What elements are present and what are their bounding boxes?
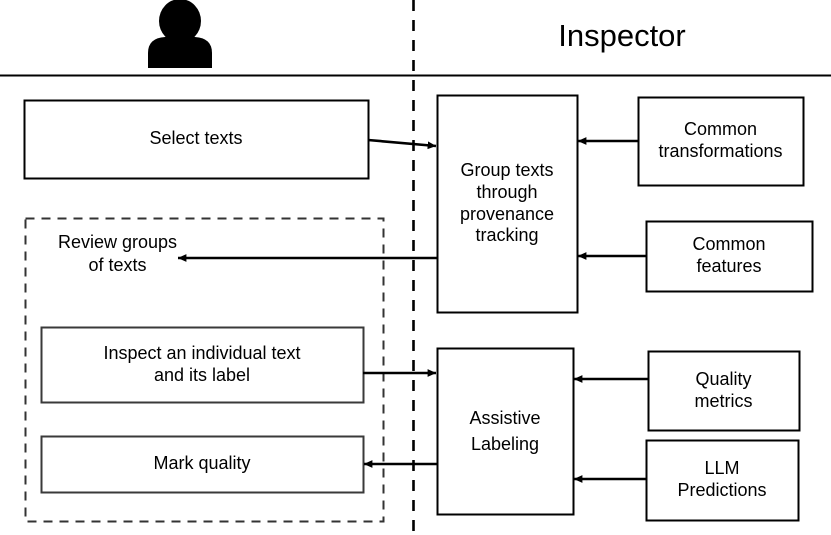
lane-title-inspector: Inspector (558, 18, 686, 53)
box-review-groups-container[interactable] (24, 217, 385, 523)
person-icon (148, 0, 212, 68)
box-inspect-individual-text[interactable] (40, 326, 365, 404)
box-llm-predictions[interactable] (645, 439, 800, 522)
label-review-groups: Review groups of texts (57, 232, 178, 276)
box-group-texts[interactable] (436, 94, 579, 314)
connector-select-texts-to-group-texts (367, 138, 437, 150)
box-common-features[interactable] (645, 220, 814, 293)
box-common-transformations[interactable] (637, 96, 805, 187)
box-assistive-labeling[interactable] (436, 347, 575, 516)
box-select-texts[interactable] (23, 99, 370, 180)
box-quality-metrics[interactable] (647, 350, 801, 432)
box-mark-quality[interactable] (40, 435, 365, 494)
